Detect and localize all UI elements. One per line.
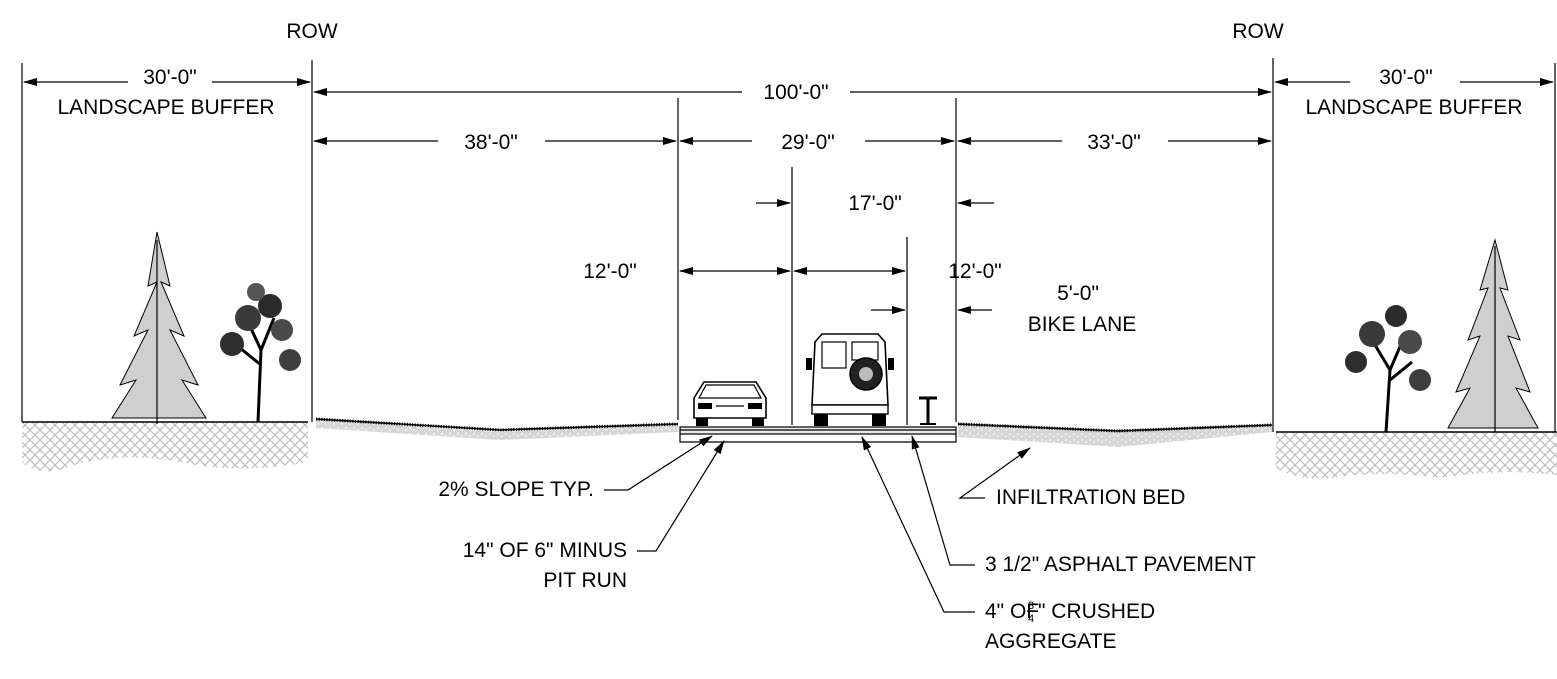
callout-aggregate-pre: 4" OF bbox=[985, 600, 1039, 623]
leader-lines bbox=[604, 435, 1031, 613]
row-label-right: ROW bbox=[1232, 20, 1284, 43]
evergreen-tree-icon bbox=[111, 231, 207, 424]
dim-left-lane: 12'-0" bbox=[583, 260, 637, 283]
dimension-arrows bbox=[23, 78, 1554, 314]
road-pavement-section bbox=[679, 426, 957, 443]
labels: ROW ROW 30'-0" LANDSCAPE BUFFER 100'-0" … bbox=[57, 20, 1522, 653]
callout-aggregate-num: 3 bbox=[1028, 600, 1034, 612]
callout-aggregate-den: 4 bbox=[1028, 613, 1034, 625]
callout-pit-run-1: 14" OF 6" MINUS bbox=[463, 539, 627, 562]
deciduous-tree-icon bbox=[1345, 305, 1431, 433]
dim-left-swale: 38'-0" bbox=[464, 131, 518, 154]
suv-rear-icon bbox=[806, 333, 894, 426]
dim-bike-lane: 5'-0" bbox=[1057, 282, 1099, 305]
sedan-car-icon bbox=[693, 381, 767, 426]
boundary-lines bbox=[21, 58, 1556, 432]
dim-center-lanes: 17'-0" bbox=[848, 192, 902, 215]
zone-bike-lane: BIKE LANE bbox=[1028, 313, 1137, 336]
callout-pit-run-2: PIT RUN bbox=[543, 569, 627, 592]
dim-right-lane: 12'-0" bbox=[948, 260, 1002, 283]
evergreen-tree-icon bbox=[1447, 238, 1539, 432]
callout-aggregate-post: " CRUSHED bbox=[1038, 600, 1155, 623]
zone-right-buffer: LANDSCAPE BUFFER bbox=[1305, 96, 1522, 119]
callout-slope: 2% SLOPE TYP. bbox=[438, 478, 594, 501]
deciduous-tree-icon bbox=[220, 283, 301, 423]
dim-left-buffer: 30'-0" bbox=[143, 66, 197, 89]
bike-rack-icon bbox=[919, 396, 937, 425]
dim-right-swale: 33'-0" bbox=[1087, 131, 1141, 154]
row-label-left: ROW bbox=[286, 20, 338, 43]
callout-aggregate-2: AGGREGATE bbox=[985, 630, 1116, 653]
zone-left-buffer: LANDSCAPE BUFFER bbox=[57, 96, 274, 119]
callout-infiltration: INFILTRATION BED bbox=[996, 486, 1185, 509]
dim-total: 100'-0" bbox=[763, 81, 828, 104]
dim-right-buffer: 30'-0" bbox=[1379, 66, 1433, 89]
callout-asphalt: 3 1/2" ASPHALT PAVEMENT bbox=[985, 553, 1256, 576]
ground-profile bbox=[22, 417, 1557, 479]
dim-roadway: 29'-0" bbox=[781, 131, 835, 154]
